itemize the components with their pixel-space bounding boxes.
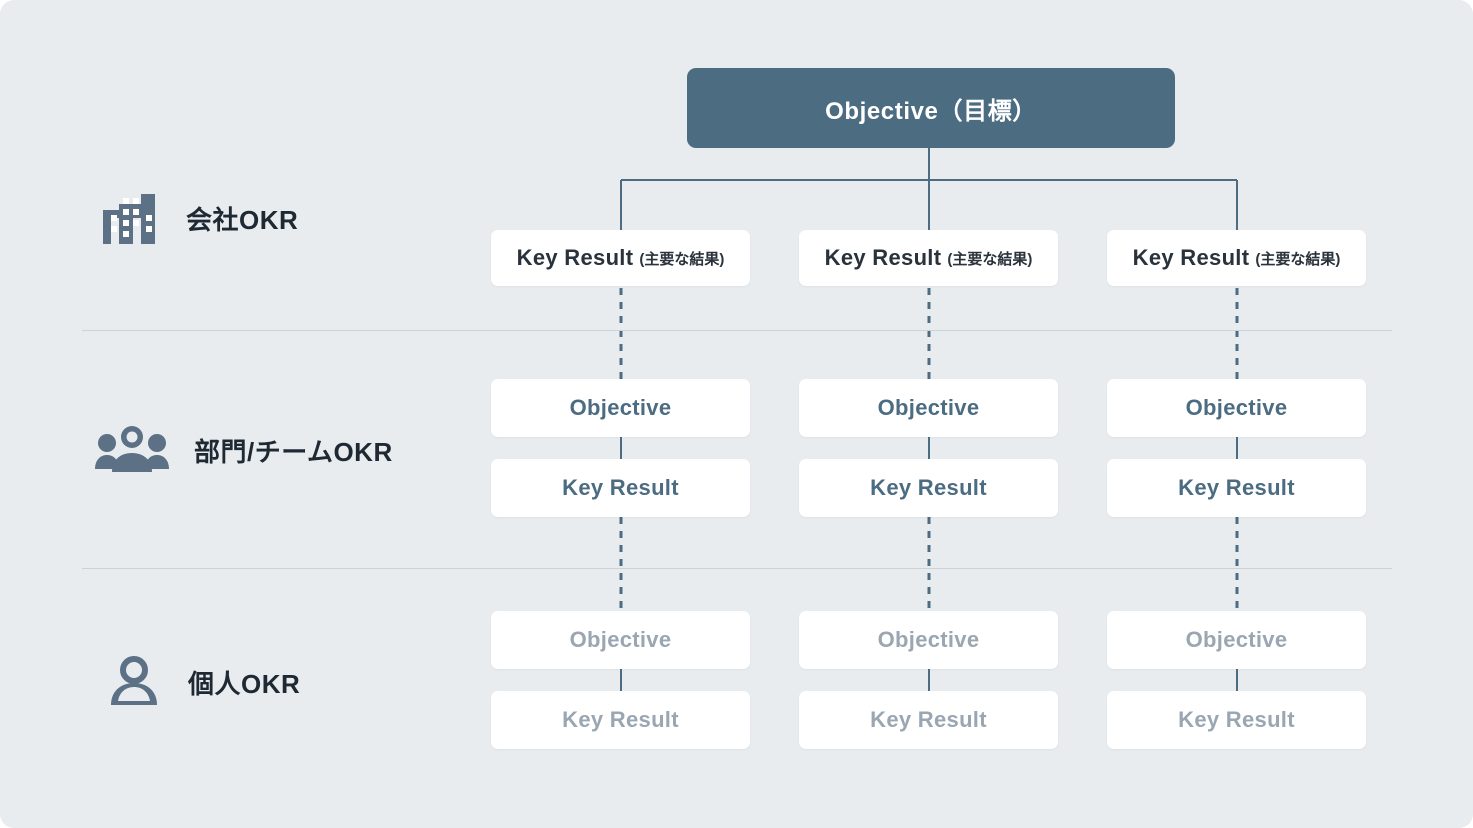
node-objective-individual-1[interactable]: Objective — [491, 611, 750, 669]
node-label: Objective — [877, 395, 980, 420]
node-label: Key Result — [1178, 475, 1295, 500]
node-objective-individual-3[interactable]: Objective — [1107, 611, 1366, 669]
single-person-icon — [102, 650, 166, 714]
node-objective-root-label: Objective（目標） — [825, 97, 1037, 125]
node-objective-individual-2[interactable]: Objective — [799, 611, 1058, 669]
node-label: Objective — [569, 627, 672, 652]
node-key-result-company-2[interactable]: Key Result (主要な結果) — [799, 230, 1058, 286]
tier-label-individual: 個人OKR — [102, 650, 300, 714]
tier-divider-company-department — [82, 330, 1392, 331]
tier-label-text-department: 部門/チームOKR — [194, 436, 393, 467]
node-key-result-individual-2[interactable]: Key Result — [799, 691, 1058, 749]
node-sublabel: (主要な結果) — [1255, 250, 1341, 268]
tier-label-text-individual: 個人OKR — [188, 668, 301, 699]
node-label: Objective — [569, 395, 672, 420]
node-objective-department-2[interactable]: Objective — [799, 379, 1058, 437]
node-key-result-department-3[interactable]: Key Result — [1107, 459, 1366, 517]
node-objective-root[interactable]: Objective（目標） — [687, 68, 1175, 148]
node-sublabel: (主要な結果) — [639, 250, 725, 268]
tier-label-company: 会社OKR — [100, 186, 298, 250]
tier-label-department: 部門/チームOKR — [92, 418, 393, 482]
node-objective-department-3[interactable]: Objective — [1107, 379, 1366, 437]
node-label: Key Result — [1132, 245, 1250, 270]
node-objective-department-1[interactable]: Objective — [491, 379, 750, 437]
node-sublabel: (主要な結果) — [947, 250, 1033, 268]
node-key-result-department-2[interactable]: Key Result — [799, 459, 1058, 517]
node-key-result-individual-3[interactable]: Key Result — [1107, 691, 1366, 749]
node-label: Key Result — [1178, 707, 1295, 732]
node-label: Key Result — [562, 707, 679, 732]
node-key-result-department-1[interactable]: Key Result — [491, 459, 750, 517]
node-label: Objective — [1185, 395, 1288, 420]
node-label: Key Result — [516, 245, 634, 270]
node-label: Key Result — [870, 707, 987, 732]
node-label: Objective — [877, 627, 980, 652]
node-label: Key Result — [562, 475, 679, 500]
node-label: Objective — [1185, 627, 1288, 652]
node-key-result-individual-1[interactable]: Key Result — [491, 691, 750, 749]
office-building-icon — [100, 186, 164, 250]
tier-label-text-company: 会社OKR — [186, 204, 299, 235]
node-label: Key Result — [870, 475, 987, 500]
people-group-icon — [92, 418, 172, 482]
node-label: Key Result — [824, 245, 942, 270]
node-key-result-company-1[interactable]: Key Result (主要な結果) — [491, 230, 750, 286]
node-key-result-company-3[interactable]: Key Result (主要な結果) — [1107, 230, 1366, 286]
tier-divider-department-individual — [82, 568, 1392, 569]
